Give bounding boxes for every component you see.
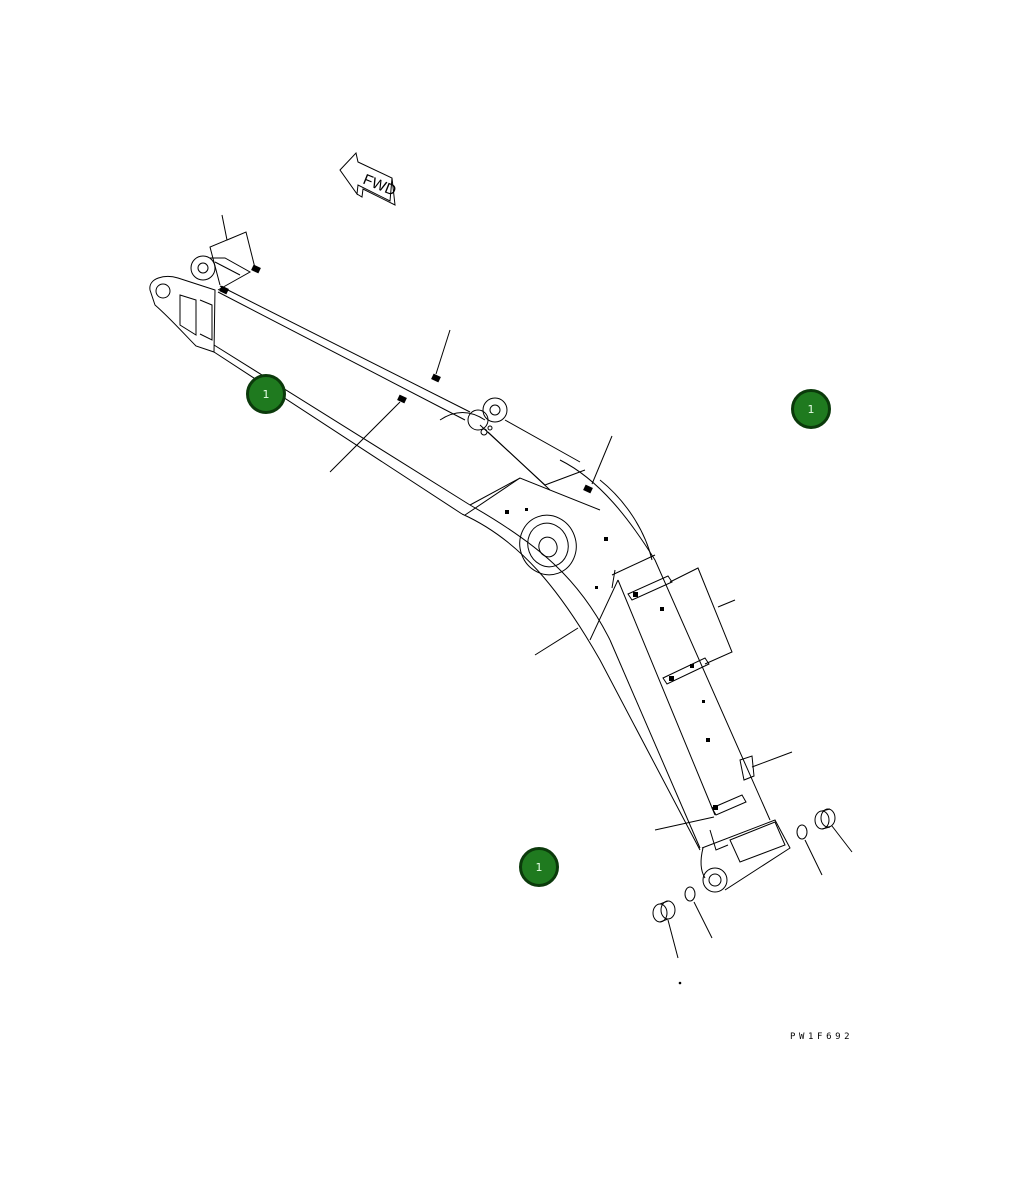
boom-body	[213, 285, 771, 851]
fwd-arrow-icon: FWD	[339, 151, 399, 206]
callout-marker-1[interactable]: 1	[246, 374, 286, 414]
callout-marker-3[interactable]: 1	[519, 847, 559, 887]
callout-label: 1	[535, 860, 543, 874]
callout-label: 1	[807, 402, 815, 416]
leader-lines	[209, 214, 853, 985]
plate-pads	[219, 264, 718, 810]
foot-pin-boss	[519, 514, 577, 576]
boom-foot	[700, 819, 791, 893]
drawing-code: PW1F692	[790, 1032, 854, 1042]
callout-label: 1	[262, 387, 270, 401]
pipe-clamps	[627, 575, 755, 816]
callout-marker-2[interactable]: 1	[791, 389, 831, 429]
cylinder-bracket	[439, 397, 586, 491]
boom-head	[149, 255, 252, 353]
bushings	[652, 808, 836, 923]
